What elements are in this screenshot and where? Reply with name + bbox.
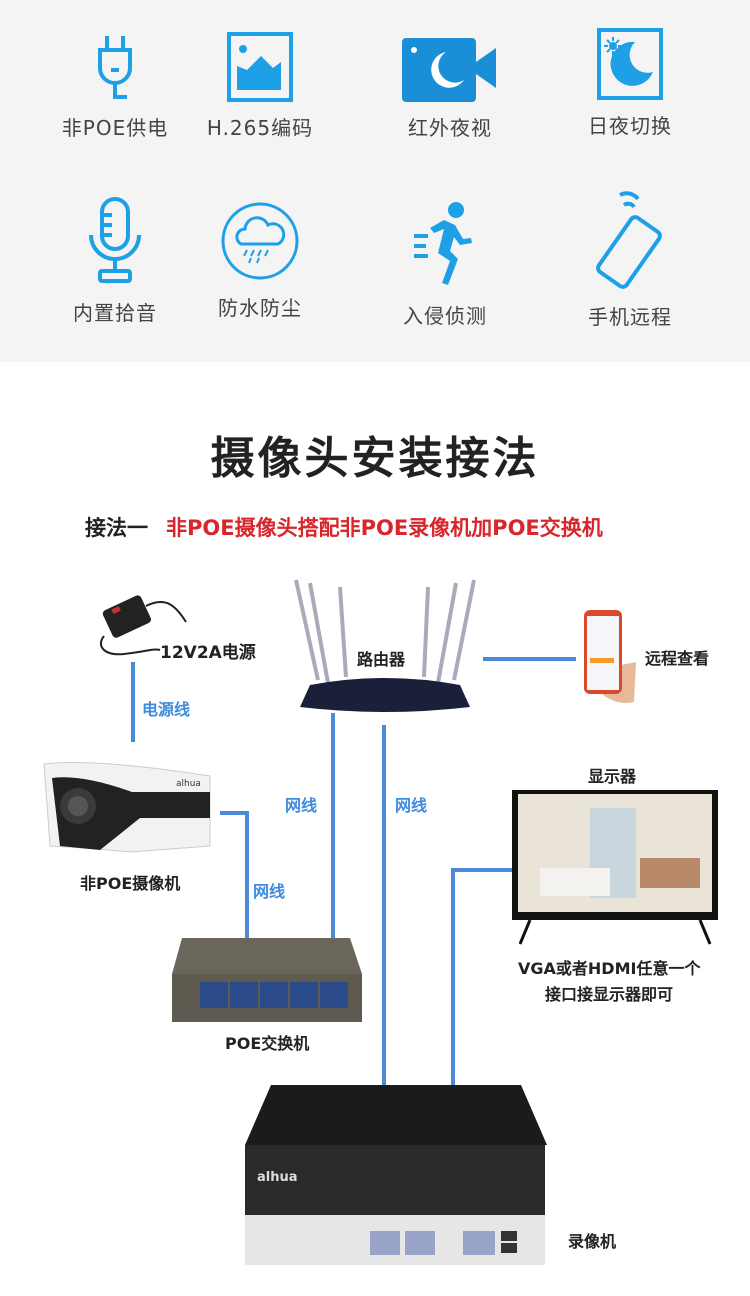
- monitor-image: [512, 790, 718, 945]
- nvr-label: 录像机: [568, 1232, 617, 1251]
- feature-microphone: 内置拾音: [40, 195, 190, 326]
- cable-label: 网线: [253, 882, 286, 901]
- running-man-icon: [414, 202, 472, 285]
- monitor-label: 显示器: [588, 767, 637, 786]
- feature-label: 非POE供电: [61, 116, 169, 140]
- feature-intrusion: 入侵侦测: [370, 200, 520, 329]
- camera-label: 非POE摄像机: [80, 874, 181, 893]
- router-switch-line: [331, 713, 335, 953]
- router-image: [294, 579, 476, 712]
- power-line: [131, 662, 135, 742]
- camera-switch-line: [245, 811, 249, 941]
- feature-h265: H.265编码: [185, 32, 335, 141]
- nvr-image: alhua: [245, 1085, 547, 1265]
- feature-label: 防水防尘: [218, 296, 302, 320]
- feature-waterproof: 防水防尘: [185, 200, 335, 321]
- monitor-nvr-line: [451, 868, 455, 1178]
- cable-label: 网线: [285, 796, 318, 815]
- day-night-icon: [597, 28, 663, 100]
- method-subtitle: 接法一非POE摄像头搭配非POE录像机加POE交换机: [85, 512, 603, 542]
- feature-label: 入侵侦测: [403, 304, 487, 328]
- power-cable-label: 电源线: [142, 700, 191, 719]
- microphone-icon: [89, 197, 141, 283]
- cable-label: 网线: [395, 796, 428, 815]
- router-label: 路由器: [357, 650, 406, 669]
- feature-label: 手机远程: [588, 305, 672, 329]
- page-title: 摄像头安装接法: [210, 433, 540, 484]
- feature-label: H.265编码: [206, 116, 314, 140]
- camera-brand-logo: alhua: [176, 779, 201, 789]
- poe-switch-image: [172, 938, 362, 1022]
- feature-ir-night: 红外夜视: [375, 32, 525, 141]
- feature-label: 红外夜视: [408, 116, 492, 140]
- monitor-note: 接口接显示器即可: [545, 985, 674, 1004]
- monitor-note: VGA或者HDMI任意一个: [518, 959, 701, 978]
- phone-signal-icon: [596, 191, 662, 289]
- router-nvr-line: [382, 725, 386, 1245]
- night-camera-icon: [402, 38, 496, 102]
- method-prefix: 接法一: [85, 516, 148, 540]
- feature-remote: 手机远程: [555, 185, 705, 330]
- remote-label: 远程查看: [645, 649, 710, 668]
- rain-cloud-icon: [221, 202, 299, 280]
- power-adapter-image: [99, 595, 187, 656]
- feature-label: 日夜切换: [588, 114, 672, 138]
- switch-label: POE交换机: [225, 1034, 310, 1053]
- feature-label: 内置拾音: [73, 301, 157, 325]
- monitor-line-h: [453, 868, 513, 872]
- power-label: 12V2A电源: [160, 643, 256, 663]
- feature-poe-power: 非POE供电: [40, 32, 190, 141]
- camera-line-h: [220, 811, 249, 815]
- phone-image: [584, 610, 636, 703]
- image-icon: [227, 32, 293, 102]
- feature-day-night: 日夜切换: [555, 28, 705, 139]
- router-phone-line: [483, 657, 576, 661]
- nvr-brand-logo: alhua: [257, 1170, 298, 1185]
- camera-image: alhua: [43, 762, 211, 853]
- plug-icon: [98, 36, 132, 99]
- method-text: 非POE摄像头搭配非POE录像机加POE交换机: [166, 516, 603, 540]
